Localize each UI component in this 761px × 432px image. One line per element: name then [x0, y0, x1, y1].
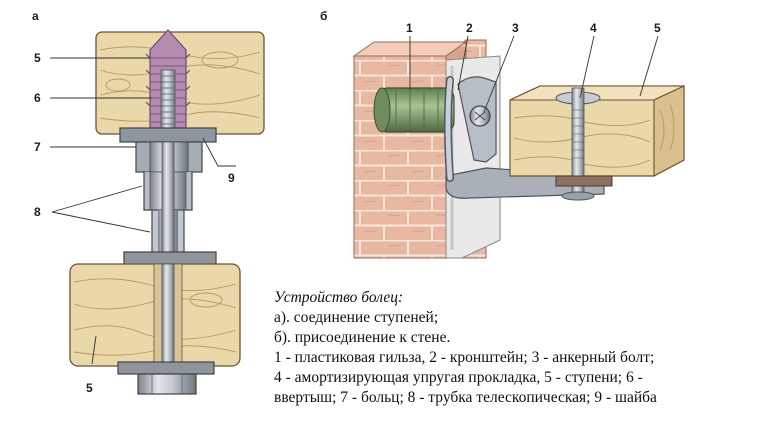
label-5-bottom: 5: [86, 381, 93, 395]
label-3: 3: [512, 21, 519, 35]
damping-pad: [555, 175, 613, 187]
label-4: 4: [590, 21, 597, 35]
caption-line: 4 - амортизирующая упругая прокладка, 5 …: [274, 369, 643, 386]
caption-line: б). присоединение к стене.: [274, 329, 451, 346]
diagram-b: [352, 35, 685, 259]
label-2: 2: [466, 21, 473, 35]
washer: [119, 127, 217, 143]
label-6: 6: [34, 91, 41, 105]
bolt-head: [137, 373, 197, 395]
panel-label-b: б: [320, 9, 327, 23]
label-5-top: 5: [34, 51, 41, 65]
caption-title: Устройство болец:: [274, 289, 404, 306]
diagram-a: [50, 29, 265, 395]
label-5-right: 5: [654, 21, 661, 35]
caption-line: ввертыш; 7 - больц; 8 - трубка телескопи…: [274, 389, 657, 406]
plastic-sleeve: [373, 87, 455, 133]
label-1: 1: [406, 21, 413, 35]
caption-line: 1 - пластиковая гильза, 2 - кронштейн; 3…: [274, 349, 655, 366]
label-8: 8: [34, 205, 41, 219]
panel-label-a: а: [32, 9, 39, 23]
label-9: 9: [228, 171, 235, 185]
label-7: 7: [34, 140, 41, 154]
step-right: [509, 85, 685, 177]
caption-line: а). соединение ступеней;: [274, 309, 439, 326]
